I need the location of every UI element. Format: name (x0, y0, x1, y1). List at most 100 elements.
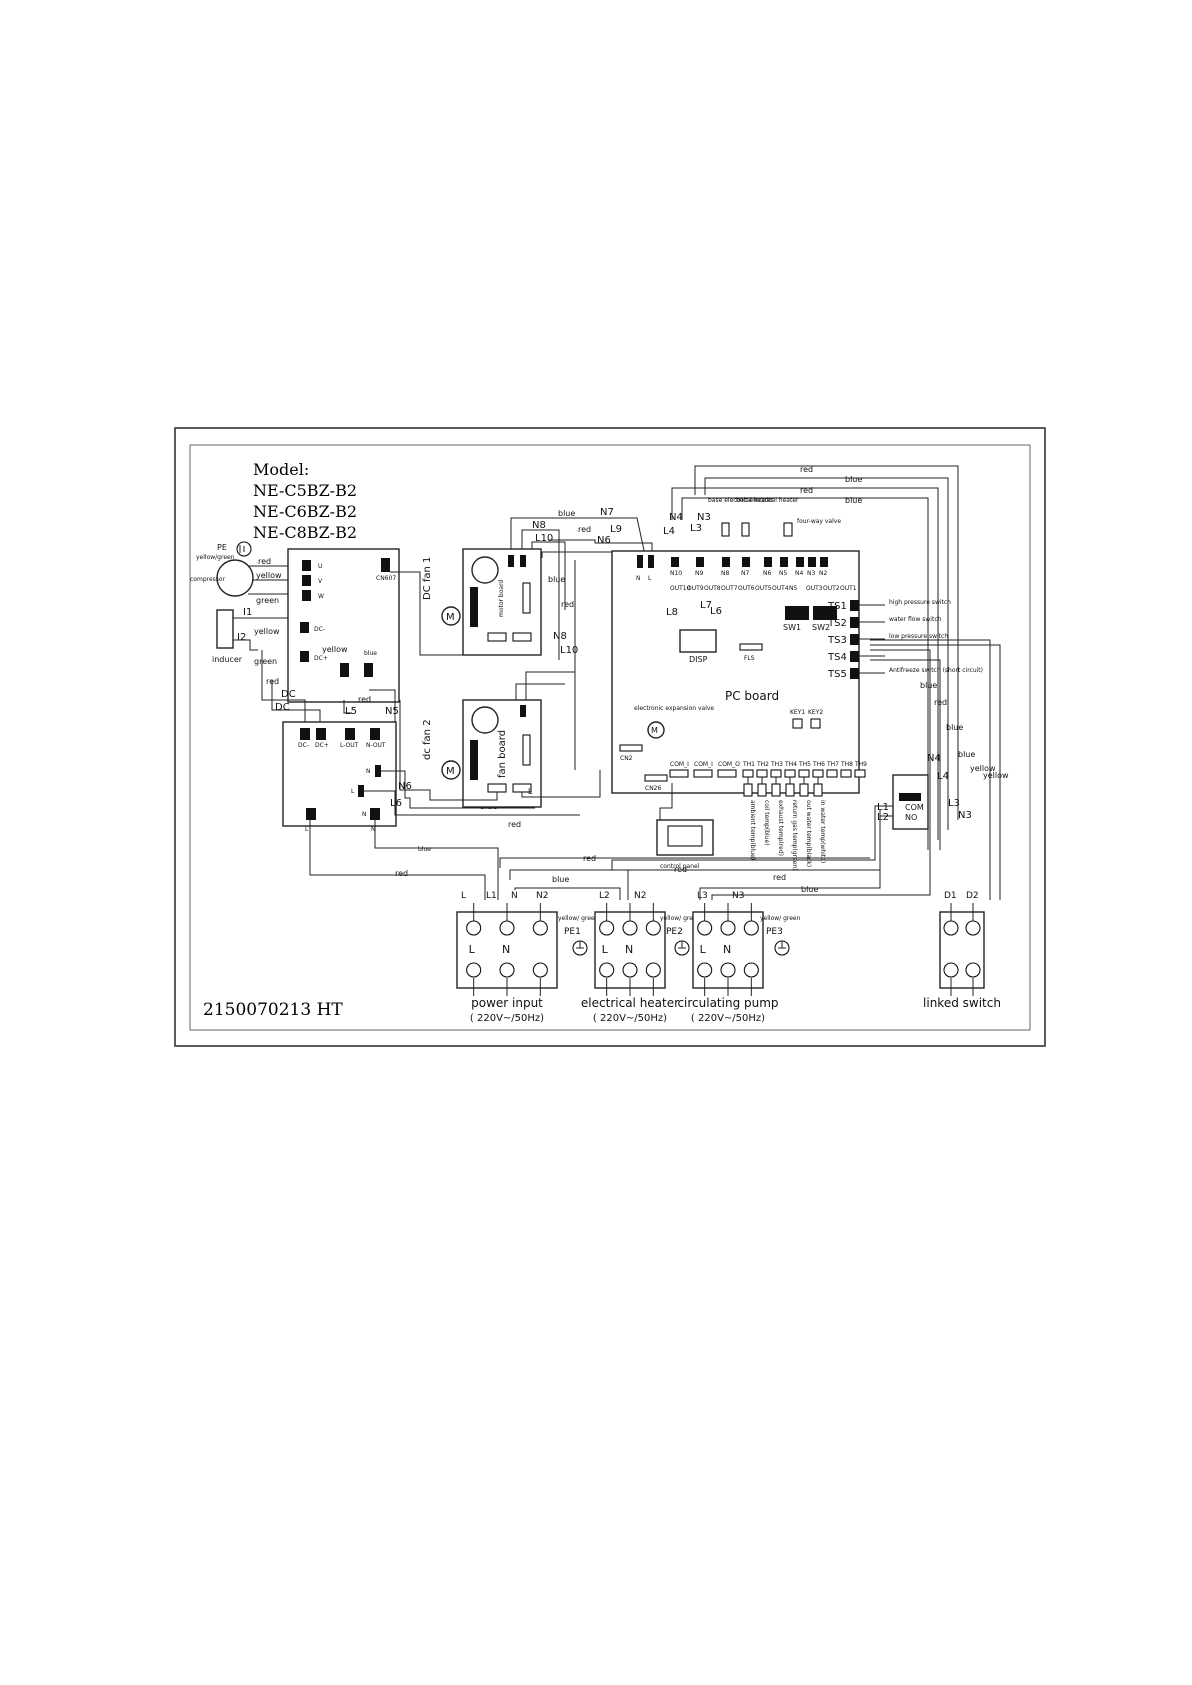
wire-tag-n5: N5 (385, 706, 399, 717)
th-port-label: TH1 (742, 761, 755, 768)
wire-tag-blue-1: blue (845, 475, 862, 484)
out-label: OUT6 (738, 585, 755, 592)
sensor-probe-icon (813, 783, 823, 797)
cn2-label: CN2 (620, 755, 633, 762)
terminal-letter: N (723, 943, 731, 956)
pe-label: PE (217, 543, 227, 552)
pc-l-label: L (648, 575, 652, 582)
th-port-label: TH9 (854, 761, 867, 768)
screw-icon (532, 920, 548, 936)
module-l-input-label: L (351, 788, 355, 795)
ground-icon (674, 940, 690, 956)
pe-tag: PE2 (666, 927, 683, 937)
motor-board-1-com2 (512, 632, 532, 642)
sensor-label: exhaust temp(red) (777, 800, 784, 856)
motor-board-1-label: motor board (498, 580, 505, 617)
pc-output-n2 (820, 557, 828, 567)
switch-name: high pressure switch (889, 599, 951, 606)
th-port-label: TH7 (826, 761, 839, 768)
cn607-connector (381, 558, 390, 572)
sensor-probe-icon (799, 783, 809, 797)
wire-tag-l1-relay: L1 (877, 802, 889, 813)
screw-icon (466, 962, 482, 978)
fan-board-2-label: fan board (497, 730, 508, 778)
disp-display (679, 629, 717, 653)
wire-tag-blue-r1: blue (920, 681, 937, 690)
th-port-label: TH2 (756, 761, 769, 768)
relay-com-label: COM (905, 803, 924, 812)
wire-tag-blue-b1: blue (418, 846, 431, 853)
screw-icon (499, 962, 515, 978)
base-heater-icon (721, 522, 730, 537)
out-label: OUT4 (772, 585, 789, 592)
switch-id: TS5 (827, 669, 847, 680)
fls-label: FLS (744, 655, 755, 662)
switch-id: TS1 (827, 601, 847, 612)
screw-icon (697, 920, 713, 936)
wire-tag-n8: N8 (532, 520, 546, 531)
temperature-sensors: ambient temp(blue)coil temp(blue)exhaust… (743, 777, 826, 870)
block-rating: ( 220V~/50Hz) (593, 1013, 667, 1024)
block-tag: N (511, 891, 518, 901)
screw-icon (743, 920, 759, 936)
wire-tag-dc-1: DC (281, 689, 296, 700)
pc-output-label: N6 (763, 570, 771, 577)
pc-output-n10 (671, 557, 679, 567)
th-port-label: TH4 (784, 761, 797, 768)
screw-icon (599, 962, 615, 978)
dc-fan-2-label: dc fan 2 (422, 719, 433, 760)
dc-fan-1-label: DC fan 1 (422, 557, 433, 600)
screw-icon (532, 962, 548, 978)
fan-board-2: M dc fan 2 fan board L (399, 699, 601, 808)
wire-tag-n6: N6 (398, 781, 412, 792)
disp-label: DISP (689, 655, 708, 664)
screw-icon (943, 920, 959, 936)
sw2-label: SW2 (812, 623, 830, 632)
switch-connector (850, 617, 859, 628)
key2-button (810, 718, 821, 729)
wire-tag-blue-r2: blue (946, 723, 963, 732)
sw2-switch (813, 606, 837, 620)
wire-tag-green-inducer: green (254, 657, 277, 666)
inducer-icon (216, 609, 234, 649)
block-tag: N3 (732, 891, 744, 901)
th-port (784, 769, 796, 778)
sensor-probe-icon (757, 783, 767, 797)
th-port (854, 769, 866, 778)
switch-connector (850, 600, 859, 611)
sensor-label: coil temp(blue) (763, 800, 770, 846)
out-label: OUT1 (840, 585, 857, 592)
block-tag: N2 (536, 891, 548, 901)
pc-n-label: N (636, 575, 641, 582)
screw-icon (743, 962, 759, 978)
wire-tag-red-l5: red (358, 695, 371, 704)
sensor-probe-icon (771, 783, 781, 797)
out-label: OUT10 (670, 585, 691, 592)
compressor-wire-red: red (258, 557, 271, 566)
th-port-label: TH6 (812, 761, 825, 768)
pc-output-n7 (742, 557, 750, 567)
relay-box (892, 774, 929, 830)
screw-icon (499, 920, 515, 936)
switch-name: water flow switch (889, 616, 942, 623)
inducer-group: inducer I1 I2 (212, 607, 310, 664)
power-module: DC- DC+ L-OUT N-OUT N L N N6 L6 blue red (282, 721, 580, 829)
pc-output-n9 (696, 557, 704, 567)
out-label: OUT2 (823, 585, 840, 592)
wire-tag-red-1: red (800, 465, 813, 474)
block-tag: L (461, 891, 466, 901)
expansion-valve-label: electronic expansion valve (634, 705, 714, 712)
inner-frame (189, 444, 1031, 1031)
relay-contact (899, 793, 921, 801)
pc-n-terminal (637, 555, 643, 568)
terminal-letter: L (602, 943, 609, 956)
switch-name: low pressure switch (889, 633, 948, 640)
wire-tag-l10: L10 (535, 533, 553, 544)
wire-tag-red-l9: red (578, 525, 591, 534)
sensor-label: out water temp(black) (805, 800, 812, 867)
